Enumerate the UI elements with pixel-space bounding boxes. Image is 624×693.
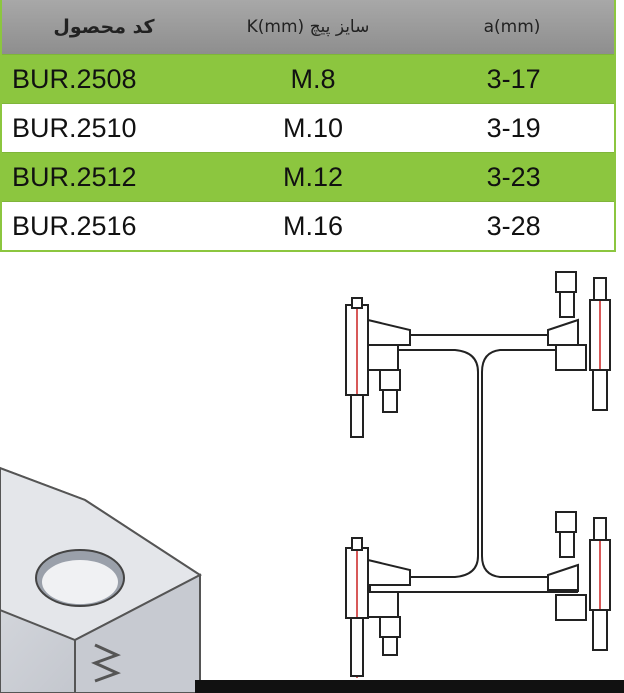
clamp-bottom-left [345,537,411,678]
clamp-block-image [0,466,202,693]
table-row: BUR.2512 M.12 3-23 [2,152,614,201]
table-row: BUR.2516 M.16 3-28 [2,201,614,250]
beam-clamp-illustration [0,271,624,693]
cell-size: M.12 [282,161,344,192]
table-row: BUR.2508 M.8 3-17 [2,54,614,103]
cell-code: BUR.2512 [12,161,137,192]
spec-table: کد محصول K(mm) سایز پیچ a(mm) BUR.2508 M… [0,0,616,252]
cell-range: 3-17 [486,63,541,94]
cell-code: BUR.2508 [12,63,137,94]
cell-size: M.16 [282,210,344,241]
cell-size: M.10 [282,112,344,143]
clamp-top-right [547,271,611,411]
cell-code: BUR.2516 [12,210,137,241]
bottom-bar [195,680,624,693]
clamp-bottom-right [547,511,611,651]
i-beam-drawing [369,334,579,593]
header-screw-size: K(mm) سایز پیچ [246,17,370,37]
header-a-mm: a(mm) [483,17,541,37]
clamp-top-left [345,297,411,438]
cell-size: M.8 [290,63,336,94]
cell-range: 3-23 [486,161,541,192]
table-header: کد محصول K(mm) سایز پیچ a(mm) [2,0,614,54]
cell-range: 3-28 [486,210,541,241]
table-row: BUR.2510 M.10 3-19 [2,103,614,152]
cell-range: 3-19 [486,112,541,143]
header-product-code: کد محصول [53,16,155,38]
cell-code: BUR.2510 [12,112,137,143]
